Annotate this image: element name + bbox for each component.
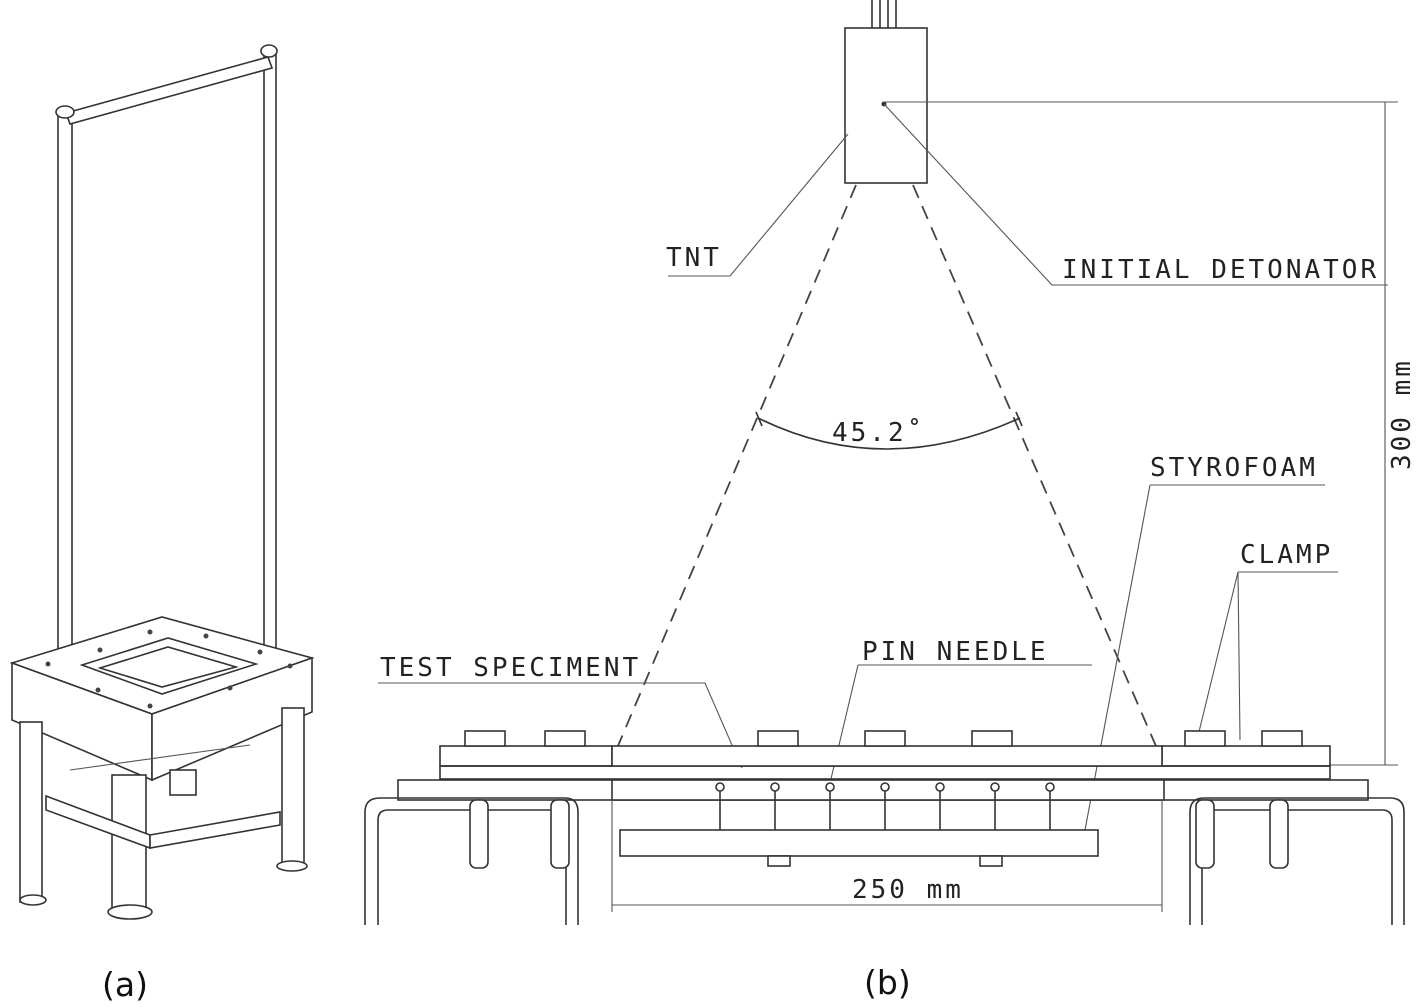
label-initial-detonator: INITIAL DETONATOR xyxy=(1062,255,1379,285)
label-tnt: TNT xyxy=(666,243,722,273)
caption-a: (a) xyxy=(102,965,148,1004)
label-width-dimension: 250 mm xyxy=(852,875,964,905)
caption-b: (b) xyxy=(864,963,911,1002)
cross-section-drawing xyxy=(364,0,1405,925)
pin-needles xyxy=(715,782,1055,830)
label-clamp: CLAMP xyxy=(1240,540,1333,570)
label-height-dimension: 300 mm xyxy=(1387,358,1417,470)
styrofoam-block xyxy=(619,829,1099,857)
label-styrofoam: STYROFOAM xyxy=(1150,453,1318,483)
clamp-bolts xyxy=(464,730,1303,747)
label-pin-needle: PIN NEEDLE xyxy=(862,637,1049,667)
test-frame-drawing xyxy=(9,44,315,920)
label-test-specimen: TEST SPECIMENT xyxy=(380,653,641,683)
label-angle: 45.2˚ xyxy=(832,418,925,448)
